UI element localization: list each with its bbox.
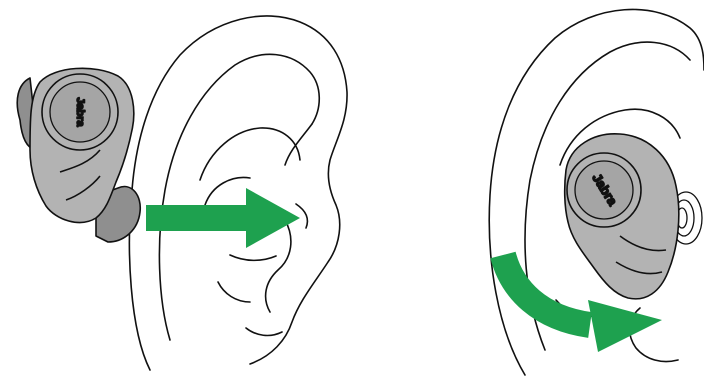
ear-left [129,16,347,370]
step-insert: Jabra [17,16,347,370]
step-rotate: Jabra [489,9,704,375]
straight-arrow-right-icon [146,188,300,248]
earbud-brand-label-left: Jabra [74,97,86,127]
earbud-right: Jabra [565,134,679,299]
earbud-left: Jabra [17,68,140,242]
